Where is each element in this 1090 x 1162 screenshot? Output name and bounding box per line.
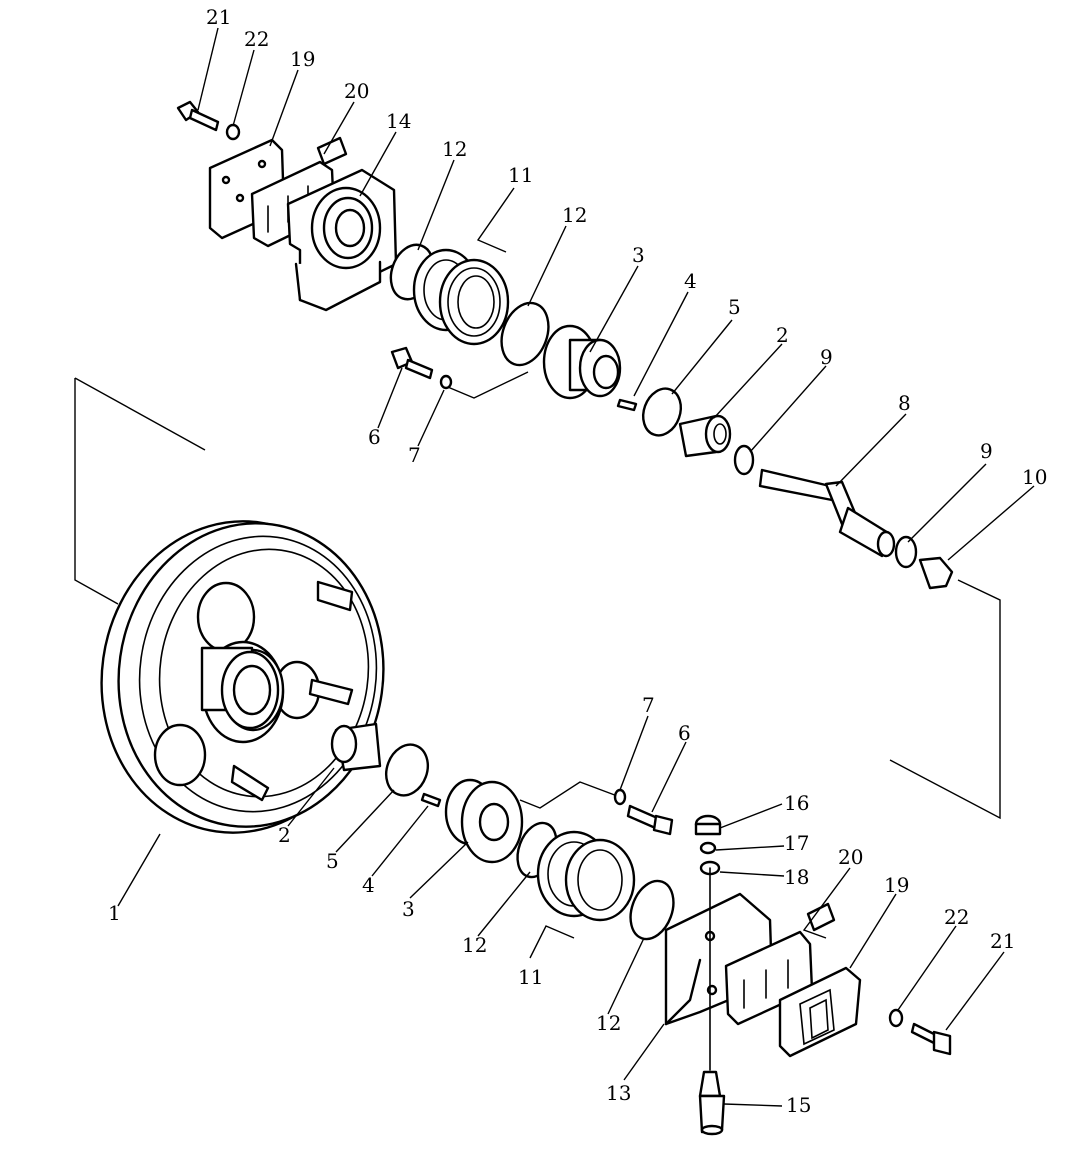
idler-wheel [100,520,385,834]
nut-16 [694,814,722,836]
upper-o-ring-5 [641,387,683,437]
idler-shaft-8 [758,468,896,558]
callout-21-upper: 21 [206,5,231,29]
callout-6-lower: 6 [678,721,691,745]
callout-8: 8 [898,391,911,415]
upper-bushing-2 [678,414,732,458]
callout-1: 1 [108,901,121,925]
callout-18: 18 [784,865,809,889]
callout-22-upper: 22 [244,27,269,51]
lower-washer-7 [613,788,627,806]
callout-12-lower-a: 12 [462,933,487,957]
callout-7-upper: 7 [408,443,421,467]
callout-6-upper: 6 [368,425,381,449]
shaft-ring-9-a [733,444,755,476]
lower-cover-plate-19 [778,966,862,1058]
callout-19-upper: 19 [290,47,315,71]
callout-9-upper-b: 9 [980,439,993,463]
upper-bolt-21 [176,100,220,132]
callout-12-upper-b: 12 [562,203,587,227]
lower-o-ring-12-b [629,879,675,941]
callout-2-lower: 2 [278,823,291,847]
upper-dowel-pin-4 [616,398,638,412]
upper-bolt-6 [390,346,434,380]
callout-16: 16 [784,791,809,815]
upper-washer-7 [439,374,453,390]
callout-5-upper: 5 [728,295,741,319]
callout-11-upper: 11 [508,163,533,187]
grease-fitting-15 [698,1070,726,1136]
upper-support-14 [286,168,398,312]
callout-4-upper: 4 [684,269,697,293]
callout-12-lower-b: 12 [596,1011,621,1035]
lower-dowel-pin-4 [420,792,442,808]
lower-floating-seal-11 [536,830,636,922]
upper-o-ring-12-b [500,301,550,367]
callout-3-lower: 3 [402,897,415,921]
callout-21-lower: 21 [990,929,1015,953]
upper-washer-22 [225,123,241,141]
callout-5-lower: 5 [326,849,339,873]
lower-washer-22 [888,1008,904,1028]
lower-bushing-2 [330,722,382,772]
lower-bushing-holder-3 [444,778,524,864]
callout-22-lower: 22 [944,905,969,929]
callout-17: 17 [784,831,809,855]
lower-bolt-6 [626,804,674,836]
callout-20-lower: 20 [838,845,863,869]
upper-bushing-holder-3 [542,324,622,400]
callout-14: 14 [386,109,411,133]
shaft-ring-9-b [894,535,918,569]
callout-13: 13 [606,1081,631,1105]
callout-11-lower: 11 [518,965,543,989]
callout-3-upper: 3 [632,243,645,267]
washer-17 [699,841,717,855]
assembly-guide-lines [74,371,1001,820]
callout-7-lower: 7 [642,693,655,717]
callout-2-upper: 2 [776,323,789,347]
lower-o-ring-5 [385,743,429,797]
callout-20-upper: 20 [344,79,369,103]
callout-12-upper-a: 12 [442,137,467,161]
callout-15: 15 [786,1093,811,1117]
callout-leaders [117,27,1035,1107]
callout-19-lower: 19 [884,873,909,897]
shaft-plug-10 [918,556,954,590]
callout-labels: 21 22 19 20 14 12 11 12 3 4 5 2 9 8 9 10… [108,5,1047,1117]
upper-floating-seal-11 [412,248,510,346]
callout-4-lower: 4 [362,873,375,897]
lower-bolt-21 [910,1022,952,1056]
callout-10: 10 [1022,465,1047,489]
callout-9-upper-a: 9 [820,345,833,369]
